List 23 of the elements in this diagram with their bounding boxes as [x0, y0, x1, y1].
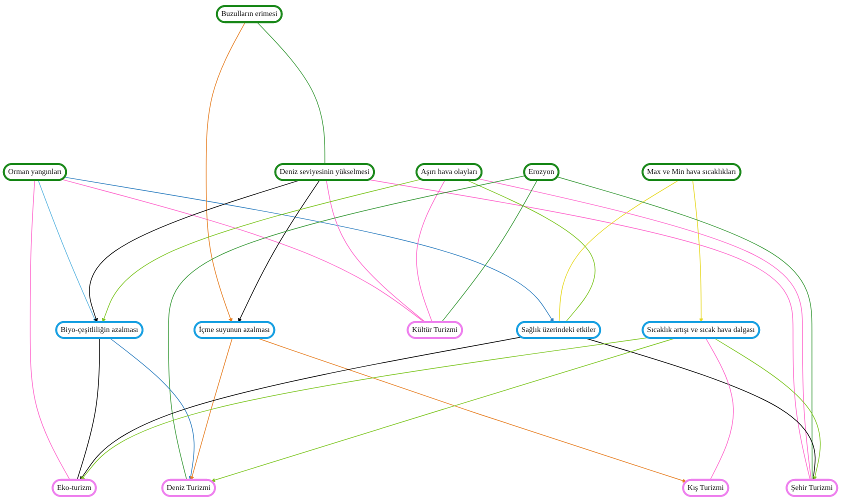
connector — [466, 180, 596, 323]
arrow — [38, 180, 96, 322]
arrow — [692, 180, 704, 322]
arrow — [80, 336, 522, 480]
connector — [556, 176, 813, 480]
connector — [441, 180, 538, 323]
connector — [478, 178, 812, 480]
connector — [326, 180, 426, 323]
arrow — [190, 338, 233, 480]
arrow — [238, 180, 320, 322]
connector — [558, 180, 679, 323]
arrow — [110, 338, 195, 480]
arrow — [64, 176, 554, 322]
connector — [416, 180, 446, 323]
connector — [76, 338, 100, 480]
connector — [168, 175, 526, 480]
connector — [368, 179, 811, 480]
connector — [705, 338, 734, 480]
arrow — [714, 338, 821, 480]
arrow — [80, 337, 648, 480]
connector — [256, 22, 326, 165]
arrow — [206, 22, 246, 322]
connector — [30, 180, 70, 480]
